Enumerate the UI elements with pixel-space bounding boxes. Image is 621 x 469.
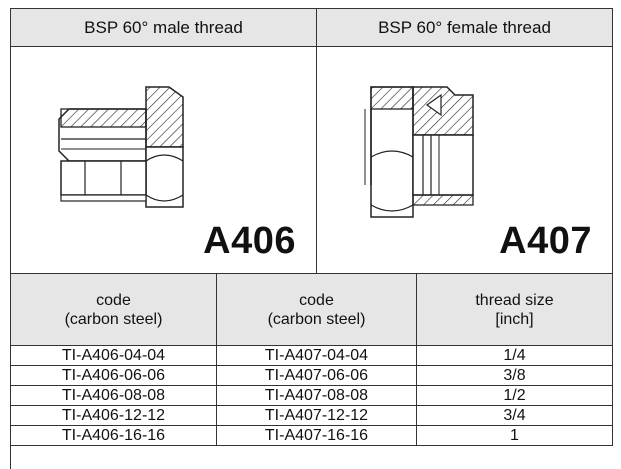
column-header-line2: (carbon steel) [267,310,366,328]
cell-text: 1/2 [503,386,526,404]
table-cell-female-code: TI-A407-08-08 [217,386,417,406]
fitting-spec-sheet: BSP 60° male thread BSP 60° female threa… [10,8,613,469]
table-cell-thread-size: 1/4 [417,346,613,366]
table-cell-male-code: TI-A406-16-16 [11,426,217,446]
table-cell-female-code: TI-A407-16-16 [217,426,417,446]
female-fitting-panel: A407 [317,47,613,274]
female-fitting-drawing [364,86,474,218]
column-header-line2: (carbon steel) [64,310,163,328]
column-header-line1: code [299,291,334,309]
cell-text: TI-A406-12-12 [61,406,166,424]
cell-text: TI-A407-08-08 [264,386,369,404]
column-header-male-code: code (carbon steel) [11,274,217,346]
column-header-line1: code [96,291,131,309]
table-cell-thread-size: 1/2 [417,386,613,406]
cell-text: TI-A407-06-06 [264,366,369,384]
table-cell-thread-size: 3/8 [417,366,613,386]
cell-text: 1 [510,426,519,444]
cell-text: 3/8 [503,366,526,384]
column-header-female-code: code (carbon steel) [217,274,417,346]
column-header-line1: thread size [475,291,554,309]
male-fitting-panel: A406 [11,47,317,274]
cell-text: 1/4 [503,346,526,364]
cell-text: TI-A407-04-04 [264,346,369,364]
column-header-thread-size: thread size [inch] [417,274,613,346]
cell-text: TI-A406-04-04 [61,346,166,364]
male-thread-header: BSP 60° male thread [11,9,317,47]
female-code-label: A407 [499,220,592,262]
table-cell-female-code: TI-A407-12-12 [217,406,417,426]
cell-text: TI-A406-06-06 [61,366,166,384]
cell-text: TI-A407-12-12 [264,406,369,424]
cell-text: TI-A406-08-08 [61,386,166,404]
female-thread-header: BSP 60° female thread [317,9,613,47]
table-cell-male-code: TI-A406-04-04 [11,346,217,366]
female-thread-title: BSP 60° female thread [378,17,551,37]
table-cell-thread-size: 1 [417,426,613,446]
column-header-line2: [inch] [495,310,534,328]
table-cell-male-code: TI-A406-06-06 [11,366,217,386]
table-cell-male-code: TI-A406-08-08 [11,386,217,406]
table-cell-thread-size: 3/4 [417,406,613,426]
male-thread-title: BSP 60° male thread [84,17,243,37]
male-code-label: A406 [203,220,296,262]
cell-text: TI-A406-16-16 [61,426,166,444]
table-cell-male-code: TI-A406-12-12 [11,406,217,426]
cell-text: TI-A407-16-16 [264,426,369,444]
male-fitting-drawing [58,86,184,208]
cell-text: 3/4 [503,406,526,424]
table-cell-female-code: TI-A407-04-04 [217,346,417,366]
table-cell-female-code: TI-A407-06-06 [217,366,417,386]
